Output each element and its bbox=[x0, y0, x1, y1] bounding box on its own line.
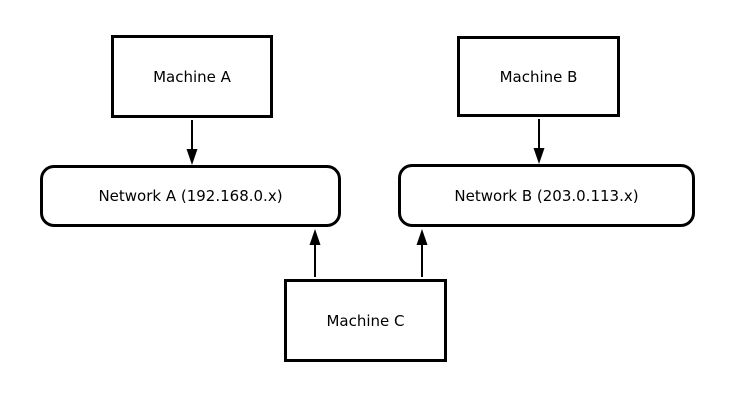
edge-machine-c-to-network-b bbox=[416, 229, 428, 277]
node-network-b-label: Network B (203.0.113.x) bbox=[454, 186, 639, 205]
edge-machine-c-to-network-a bbox=[309, 229, 321, 277]
node-machine-b: Machine B bbox=[457, 36, 620, 117]
node-machine-c: Machine C bbox=[284, 279, 447, 362]
node-machine-a-label: Machine A bbox=[153, 67, 231, 86]
arrowhead-up-icon bbox=[309, 229, 321, 245]
arrowhead-down-icon bbox=[533, 148, 545, 164]
arrowhead-up-icon bbox=[416, 229, 428, 245]
node-machine-b-label: Machine B bbox=[499, 67, 578, 86]
node-network-a: Network A (192.168.0.x) bbox=[40, 165, 341, 227]
node-machine-a: Machine A bbox=[111, 35, 273, 118]
edge-machine-b-to-network-b bbox=[533, 119, 545, 164]
node-machine-c-label: Machine C bbox=[326, 311, 405, 330]
edge-machine-a-to-network-a bbox=[186, 120, 198, 165]
arrowhead-down-icon bbox=[186, 149, 198, 165]
node-network-a-label: Network A (192.168.0.x) bbox=[98, 187, 283, 205]
node-network-b: Network B (203.0.113.x) bbox=[398, 164, 695, 227]
